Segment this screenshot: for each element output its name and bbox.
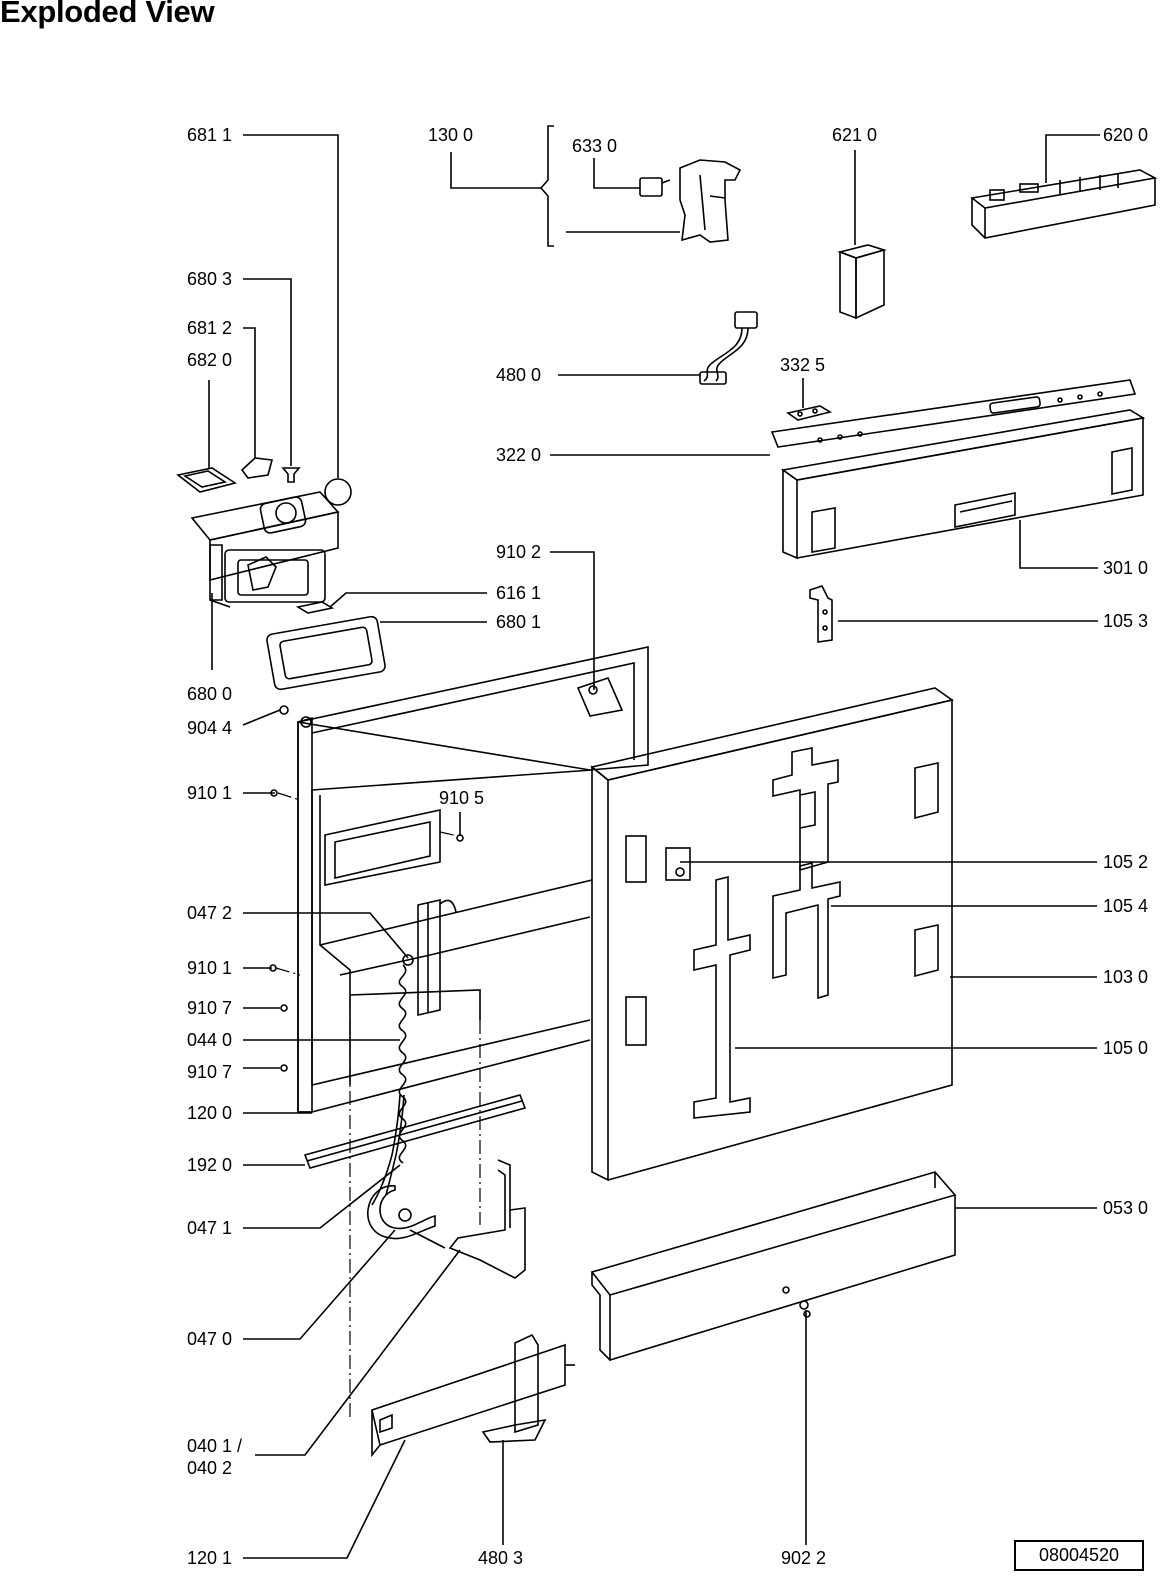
label-620-0: 620 0 [1103, 125, 1148, 145]
wire-harness [699, 311, 758, 385]
label-130-0: 130 0 [428, 125, 473, 145]
label-480-3: 480 3 [478, 1548, 523, 1568]
control-board [970, 169, 1158, 239]
label-105-4: 105 4 [1103, 896, 1148, 916]
label-681-1: 681 1 [187, 125, 232, 145]
leader-lines [208, 125, 1100, 1559]
inner-door-panel [297, 646, 649, 1113]
hinge-lever [367, 1185, 446, 1249]
label-040-2: 040 2 [187, 1458, 232, 1478]
label-192-0: 192 0 [187, 1155, 232, 1175]
small-plate [786, 405, 833, 421]
rail-strip [303, 1094, 527, 1169]
dispenser-small-parts [176, 457, 464, 1072]
support-bracket [481, 1333, 547, 1443]
label-633-0: 633 0 [572, 136, 617, 156]
label-044-0: 044 0 [187, 1030, 232, 1050]
label-680-3: 680 3 [187, 269, 232, 289]
kick-plate [590, 1171, 957, 1362]
label-910-1-b: 910 1 [187, 958, 232, 978]
label-103-0: 103 0 [1103, 967, 1148, 987]
control-panel-housing [780, 409, 1146, 560]
label-902-2: 902 2 [781, 1548, 826, 1568]
label-047-0: 047 0 [187, 1329, 232, 1349]
label-332-5: 332 5 [780, 355, 825, 375]
switch-group [639, 159, 742, 243]
callout-labels: 681 1 680 3 681 2 682 0 680 0 616 1 680 … [187, 125, 1148, 1568]
label-120-1: 120 1 [187, 1548, 232, 1568]
label-120-0: 120 0 [187, 1103, 232, 1123]
label-680-0: 680 0 [187, 684, 232, 704]
document-number: 08004520 [1014, 1540, 1144, 1571]
label-053-0: 053 0 [1103, 1198, 1148, 1218]
control-panel-fascia [770, 379, 1137, 448]
label-105-2: 105 2 [1103, 852, 1148, 872]
label-904-4: 904 4 [187, 718, 232, 738]
label-040-1: 040 1 / [187, 1436, 242, 1456]
dispenser-assembly [190, 491, 340, 608]
label-680-1: 680 1 [496, 612, 541, 632]
alignment-lines [275, 792, 481, 1418]
lower-strip [371, 1343, 575, 1458]
label-105-0: 105 0 [1103, 1038, 1148, 1058]
page-title: Exploded View [0, 0, 215, 29]
label-910-5: 910 5 [439, 788, 484, 808]
label-910-1-a: 910 1 [187, 783, 232, 803]
label-105-3: 105 3 [1103, 611, 1148, 631]
electronic-module [837, 244, 887, 320]
label-681-2: 681 2 [187, 318, 232, 338]
hinge-bracket [448, 1159, 526, 1279]
label-047-1: 047 1 [187, 1218, 232, 1238]
label-621-0: 621 0 [832, 125, 877, 145]
label-322-0: 322 0 [496, 445, 541, 465]
outer-door-panel [590, 687, 954, 1182]
label-301-0: 301 0 [1103, 558, 1148, 578]
label-480-0: 480 0 [496, 365, 541, 385]
label-910-7-a: 910 7 [187, 998, 232, 1018]
label-910-2: 910 2 [496, 542, 541, 562]
label-616-1: 616 1 [496, 583, 541, 603]
mount-bracket [809, 585, 833, 643]
label-910-7-b: 910 7 [187, 1062, 232, 1082]
label-047-2: 047 2 [187, 903, 232, 923]
label-682-0: 682 0 [187, 350, 232, 370]
